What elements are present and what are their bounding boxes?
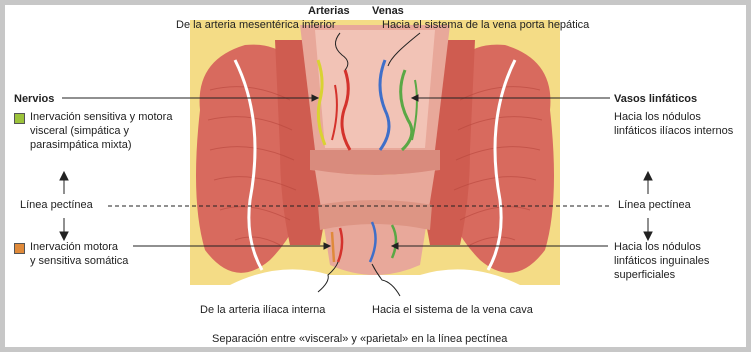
nervios-line-2: visceral (simpática y	[30, 124, 129, 138]
linea-pectinea-left: Línea pectínea	[20, 198, 93, 212]
inguinal-line-3: superficiales	[614, 268, 675, 282]
arterias-title: Arterias	[308, 4, 350, 18]
motora-line-1: Inervación motora	[30, 240, 118, 254]
nervios-line-1: Inervación sensitiva y motora	[30, 110, 172, 124]
inguinal-line-2: linfáticos inguinales	[614, 254, 709, 268]
arteria-iliaca-label: De la arteria ilíaca interna	[200, 303, 325, 317]
vasos-linfaticos-title: Vasos linfáticos	[614, 92, 697, 106]
vasos-line-2: linfáticos ilíacos internos	[614, 124, 733, 138]
linea-pectinea-right: Línea pectínea	[618, 198, 691, 212]
visceral-color-marker	[14, 113, 25, 124]
venas-subtitle: Hacia el sistema de la vena porta hepáti…	[382, 18, 589, 32]
pectinate-zone	[310, 150, 440, 175]
nervios-title: Nervios	[14, 92, 54, 106]
somatic-color-marker	[14, 243, 25, 254]
figure-caption: Separación entre «visceral» y «parietal»…	[212, 332, 507, 346]
nervios-line-3: parasimpática mixta)	[30, 138, 131, 152]
arterias-subtitle: De la arteria mesentérica inferior	[176, 18, 336, 32]
vena-cava-label: Hacia el sistema de la vena cava	[372, 303, 533, 317]
inguinal-line-1: Hacia los nódulos	[614, 240, 701, 254]
venas-title: Venas	[372, 4, 404, 18]
motora-line-2: y sensitiva somática	[30, 254, 128, 268]
vasos-line-1: Hacia los nódulos	[614, 110, 701, 124]
